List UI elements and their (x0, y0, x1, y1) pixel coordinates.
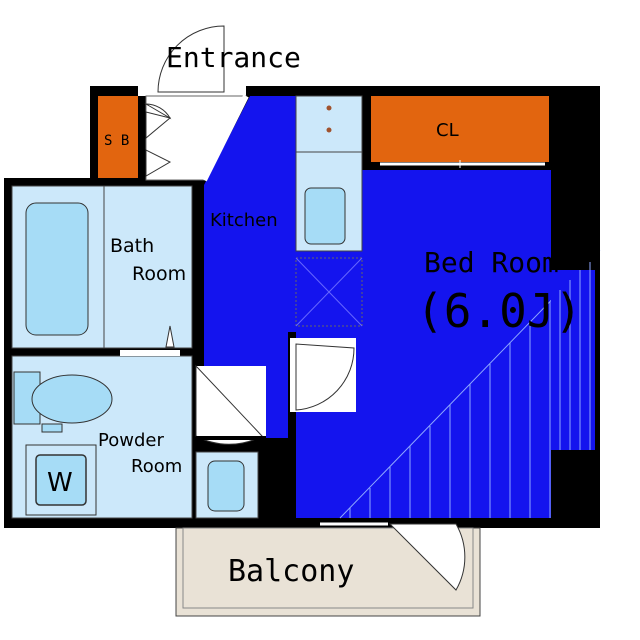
powder-room-label-1: Powder (98, 430, 164, 451)
powder-room-door (195, 364, 266, 445)
bedroom-right-floor (551, 270, 595, 450)
entrance-label: Entrance (166, 41, 301, 74)
washer-label: W (47, 468, 73, 498)
bedroom-door (290, 338, 356, 412)
bath-tub (25, 202, 89, 336)
stove-top (295, 95, 363, 153)
balcony-door (388, 523, 466, 591)
balcony-label: Balcony (228, 554, 354, 589)
shoe-box-label: S B (104, 133, 129, 149)
bath-room-label-1: Bath (110, 235, 154, 257)
kitchen-label: Kitchen (210, 210, 278, 231)
shoe-box-door (144, 103, 172, 177)
bedroom-size-label: (6.0J) (416, 284, 582, 338)
entrance-door (150, 25, 230, 93)
bath-drain-icon (165, 325, 175, 348)
vanity-sink (207, 460, 245, 512)
shoe-box (98, 96, 138, 178)
toilet-paper (41, 423, 63, 433)
closet (371, 96, 549, 162)
bedroom-hatching-right (559, 262, 591, 450)
burner-icon (326, 127, 332, 133)
kitchen-floor (204, 96, 296, 438)
closet-label: CL (436, 120, 459, 141)
bath-room-label-2: Room (132, 263, 186, 285)
kitchen-sink (304, 187, 346, 245)
burner-icon (326, 105, 332, 111)
bedroom-label-1: Bed Room (424, 246, 559, 279)
powder-room-label-2: Room (131, 456, 182, 477)
washer-icon (35, 454, 87, 506)
toilet-bowl (31, 374, 113, 424)
